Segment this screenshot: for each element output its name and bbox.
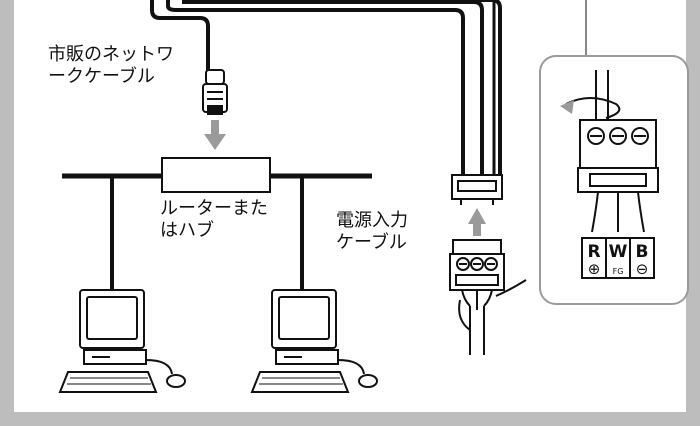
terminal-text: R⊕ W FG B⊖ <box>587 242 648 278</box>
terminal-letter-b: B <box>636 242 649 262</box>
network-cable-plug <box>202 69 228 115</box>
network-cable-label: 市販のネット​ワ ークケーブル <box>48 44 174 87</box>
terminal-letter-w: W <box>609 242 628 262</box>
computer-left <box>58 289 186 393</box>
terminal-letter-r: R <box>587 242 600 262</box>
terminal-symbol-w: FG <box>613 267 624 276</box>
up-arrow-icon <box>468 208 486 236</box>
device-receptacle <box>451 174 503 205</box>
terminal-symbol-r: ⊕ <box>588 260 601 278</box>
down-arrow-icon <box>204 120 226 150</box>
router-hub <box>62 157 372 296</box>
power-cable-bundle <box>150 0 502 175</box>
terminal-symbol-b: ⊖ <box>636 260 649 278</box>
power-input-plug <box>449 239 527 355</box>
power-cable-label: 電源入力 ケーブル <box>336 210 408 253</box>
terminal-labels <box>581 237 655 279</box>
router-hub-label: ルーターまた はハブ <box>160 198 268 241</box>
computer-right <box>250 289 378 393</box>
